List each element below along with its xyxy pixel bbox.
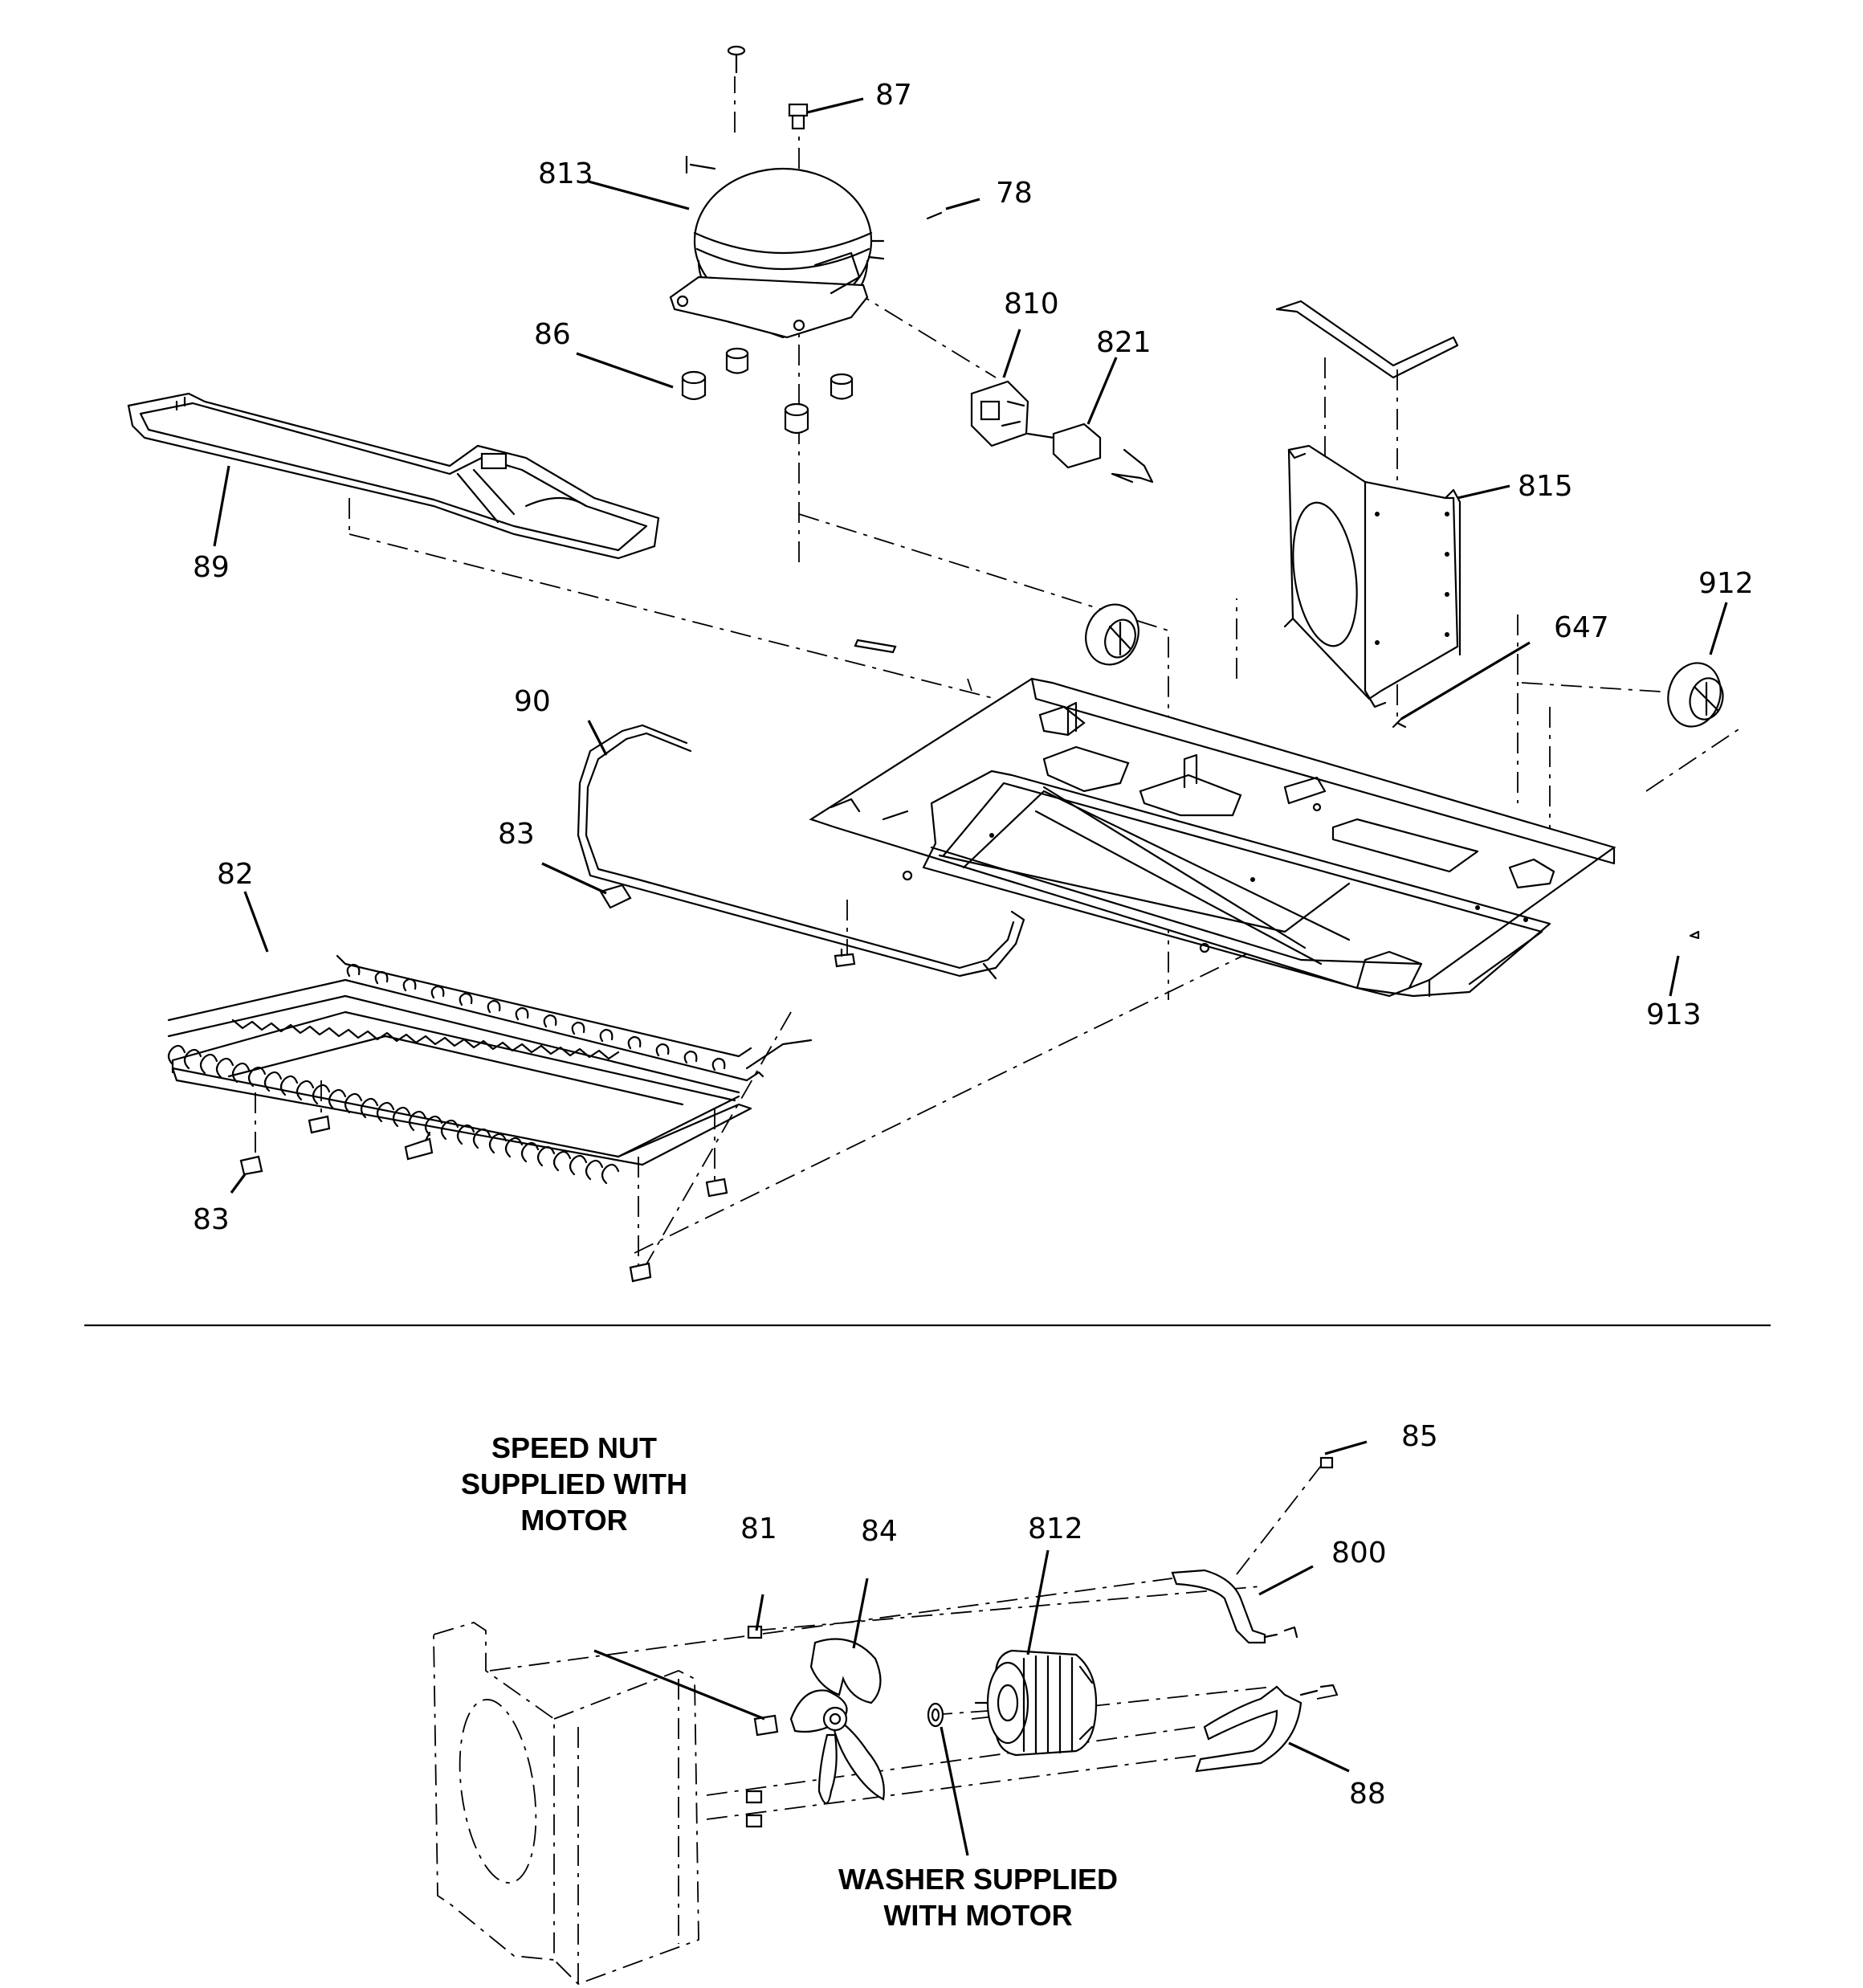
callout-913: 913	[1646, 998, 1702, 1031]
drain-pan-89	[127, 392, 660, 560]
coil-loops-back	[346, 963, 726, 1072]
bracket-88	[1195, 1684, 1339, 1773]
callout-81: 81	[740, 1512, 777, 1545]
part-85	[1319, 1456, 1334, 1469]
heater-wire-90	[577, 724, 1025, 980]
leader-lines	[213, 97, 1728, 1856]
bolt-87	[788, 103, 809, 130]
note-speed-nut-line-3: MOTOR	[520, 1504, 627, 1537]
note-speed-nut-line-1: SPEED NUT	[491, 1431, 657, 1464]
fan-shroud-815	[1275, 300, 1461, 708]
fan-blade-upper	[1085, 603, 1139, 666]
callout-82: 82	[217, 858, 254, 891]
shroud-lower	[433, 1622, 699, 1986]
callout-87: 87	[875, 79, 912, 112]
callout-labels: 87 813 78 810 821 86 89 815 912 647 90 8…	[193, 79, 1754, 1810]
screw-78	[926, 211, 943, 220]
callout-85: 85	[1401, 1420, 1438, 1453]
fan-blade-84	[789, 1638, 885, 1805]
assembly-lines-upper	[255, 76, 1739, 1286]
callout-83-upper: 83	[498, 818, 535, 851]
relay-810	[970, 380, 1029, 447]
callout-812: 812	[1028, 1512, 1083, 1545]
callout-815: 815	[1518, 470, 1573, 503]
speed-nut-81	[747, 1625, 763, 1639]
clip-small-middle	[834, 948, 856, 968]
compressor	[669, 155, 885, 339]
coil-loops-front	[167, 1044, 620, 1185]
callout-912: 912	[1698, 567, 1754, 600]
motor-812	[974, 1649, 1098, 1757]
condenser-coil-82	[167, 954, 813, 1185]
note-washer-line-2: WITH MOTOR	[883, 1899, 1072, 1932]
strip-piece	[854, 639, 897, 654]
grommets-86	[681, 347, 854, 435]
note-washer-line-1: WASHER SUPPLIED	[838, 1863, 1118, 1896]
bracket-800	[1171, 1569, 1298, 1644]
callout-821: 821	[1096, 326, 1152, 359]
note-speed-nut: SPEED NUT SUPPLIED WITH MOTOR	[461, 1431, 687, 1537]
callout-800: 800	[1331, 1537, 1387, 1570]
washer	[927, 1702, 944, 1728]
overload-821	[1026, 423, 1154, 484]
clips-83-lower	[239, 1115, 728, 1283]
callout-83-lower: 83	[193, 1203, 230, 1236]
fan-912	[1667, 662, 1724, 728]
callout-86: 86	[534, 318, 571, 351]
callout-88: 88	[1349, 1778, 1386, 1810]
speed-nut	[753, 1714, 779, 1737]
callout-90: 90	[514, 685, 551, 718]
callout-84: 84	[861, 1515, 898, 1548]
note-speed-nut-line-2: SUPPLIED WITH	[461, 1468, 687, 1500]
callout-647: 647	[1554, 611, 1609, 644]
note-washer: WASHER SUPPLIED WITH MOTOR	[838, 1863, 1118, 1932]
callout-813: 813	[538, 157, 593, 190]
callout-89: 89	[193, 551, 230, 584]
nuts-lower	[745, 1790, 763, 1828]
callout-78: 78	[996, 177, 1033, 210]
screw-647	[1392, 717, 1407, 729]
base-platform	[809, 677, 1616, 998]
top-screw	[727, 45, 746, 74]
clip-913	[1689, 930, 1700, 940]
callout-810: 810	[1004, 288, 1059, 320]
clip-83-upper	[599, 884, 632, 909]
